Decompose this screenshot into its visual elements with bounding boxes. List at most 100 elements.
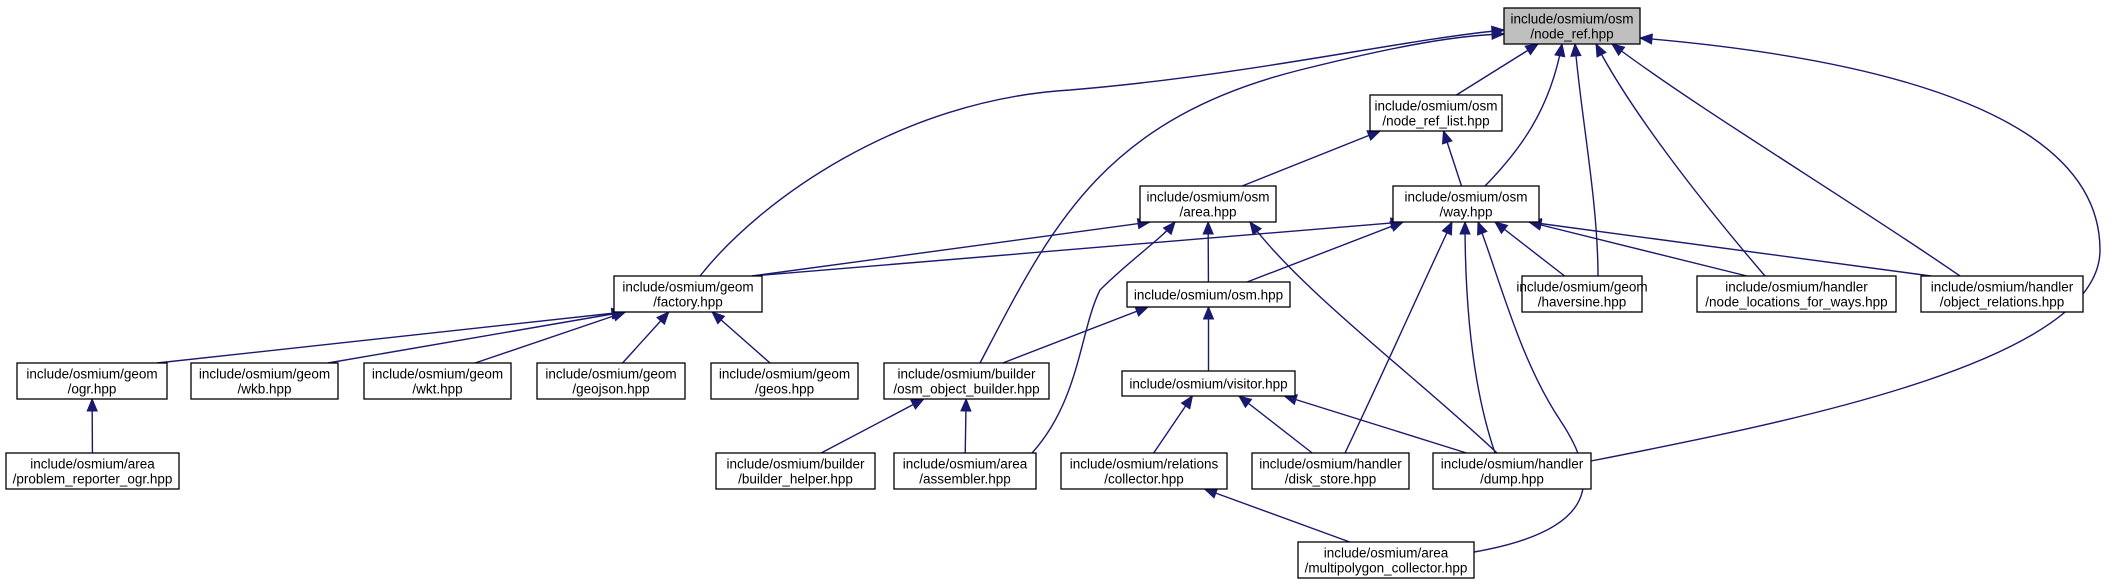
edge-factory-to-node_ref (699, 25, 1506, 277)
node-label-line: include/osmium/osm.hpp (1134, 288, 1283, 303)
node-disk-store[interactable]: include/osmium/handler/disk_store.hpp (1251, 452, 1410, 490)
node-box (190, 362, 339, 400)
node-label-line: /node_ref.hpp (1530, 27, 1613, 42)
edge-disk_store-to-visitor (1237, 395, 1313, 454)
node-label-line: /disk_store.hpp (1285, 472, 1377, 487)
node-geojson[interactable]: include/osmium/geom/geojson.hpp (536, 362, 686, 400)
node-box (710, 362, 859, 400)
edge-line (1473, 221, 1585, 553)
node-wkb[interactable]: include/osmium/geom/wkb.hpp (190, 362, 339, 400)
node-osm[interactable]: include/osmium/osm.hpp (1126, 281, 1291, 308)
node-label-line: /node_ref_list.hpp (1382, 114, 1489, 129)
edge-disk_store-to-way (1344, 220, 1453, 454)
node-box (883, 362, 1050, 400)
node-geos[interactable]: include/osmium/geom/geos.hpp (710, 362, 859, 400)
arrowhead (1180, 394, 1194, 410)
node-node-ref-list[interactable]: include/osmium/osm/node_ref_list.hpp (1369, 94, 1503, 132)
node-label-line: include/osmium/geom (1516, 280, 1647, 295)
edge-line (1590, 37, 2101, 462)
node-box (1251, 452, 1410, 490)
arrowhead (1610, 43, 1626, 57)
arrowhead (1203, 487, 1219, 499)
edge-line (1528, 221, 1748, 277)
node-ogr[interactable]: include/osmium/geom/ogr.hpp (16, 362, 168, 400)
arrowhead (656, 311, 670, 326)
node-label-line: include/osmium/osm (1374, 99, 1497, 114)
node-label-line: include/osmium/geom (719, 367, 850, 382)
node-label-line: include/osmium/builder (726, 457, 865, 472)
node-box (1121, 370, 1296, 397)
node-layer: include/osmium/osm/node_ref.hppinclude/o… (5, 7, 2084, 579)
arrowhead (960, 397, 972, 412)
node-multipolygon-collector[interactable]: include/osmium/area/multipolygon_collect… (1297, 541, 1475, 579)
node-collector[interactable]: include/osmium/relations/collector.hpp (1060, 452, 1228, 490)
node-box (1139, 185, 1277, 223)
edge-dump-to-way (1459, 220, 1496, 454)
node-wkt[interactable]: include/osmium/geom/wkt.hpp (363, 362, 512, 400)
node-label-line: include/osmium/area (903, 457, 1028, 472)
edge-way-to-node_ref_list (1441, 129, 1463, 187)
arrowhead (1570, 42, 1582, 57)
node-box (1920, 275, 2084, 313)
node-label-line: include/osmium/area (1324, 546, 1449, 561)
node-label-line: include/osmium/osm (1510, 12, 1633, 27)
arrowhead (1389, 221, 1405, 232)
edge-assembler-to-area (1031, 221, 1176, 454)
arrowhead (1202, 305, 1215, 320)
node-label-line: /object_relations.hpp (1940, 295, 2065, 310)
node-label-line: include/osmium/area (30, 457, 155, 472)
node-label-line: include/osmium/handler (1441, 457, 1584, 472)
arrowhead (910, 398, 925, 410)
edge-assembler-to-osm_object_builder (960, 397, 972, 454)
node-visitor[interactable]: include/osmium/visitor.hpp (1121, 370, 1296, 397)
node-builder-helper[interactable]: include/osmium/builder/builder_helper.hp… (715, 452, 876, 490)
arrowhead (86, 397, 98, 412)
node-assembler[interactable]: include/osmium/area/assembler.hpp (893, 452, 1037, 490)
edge-factory-to-way (751, 217, 1405, 277)
arrowhead (1524, 43, 1540, 56)
node-label-line: include/osmium/handler (1931, 280, 2074, 295)
node-way[interactable]: include/osmium/osm/way.hpp (1392, 185, 1540, 223)
node-node-ref[interactable]: include/osmium/osm/node_ref.hpp (1503, 7, 1641, 45)
node-box (715, 452, 876, 490)
node-dump[interactable]: include/osmium/handler/dump.hpp (1432, 452, 1592, 490)
edge-object_relations-to-way (1527, 217, 1932, 277)
node-area[interactable]: include/osmium/osm/area.hpp (1139, 185, 1277, 223)
node-label-line: include/osmium/osm (1146, 190, 1269, 205)
node-label-line: include/osmium/handler (1725, 280, 1868, 295)
node-haversine[interactable]: include/osmium/geom/haversine.hpp (1516, 275, 1648, 313)
edge-multipolygon_collector-to-collector (1203, 487, 1350, 543)
node-node-locations[interactable]: include/osmium/handler/node_locations_fo… (1696, 275, 1897, 313)
node-problem-reporter-ogr[interactable]: include/osmium/area/problem_reporter_ogr… (5, 452, 180, 490)
node-osm-object-builder[interactable]: include/osmium/builder/osm_object_builde… (883, 362, 1050, 400)
node-factory[interactable]: include/osmium/geom/factory.hpp (613, 275, 763, 313)
edge-way-to-node_ref (1484, 42, 1566, 187)
edge-dump-to-visitor (1283, 394, 1467, 454)
edge-line (711, 311, 771, 364)
node-box (16, 362, 168, 400)
node-label-line: /collector.hpp (1104, 472, 1184, 487)
arrowhead (1366, 130, 1382, 141)
edge-line (1494, 221, 1566, 277)
node-box (1060, 452, 1228, 490)
edge-node_ref_list-to-node_ref (1456, 43, 1540, 96)
edge-visitor-to-osm (1202, 305, 1215, 371)
edge-geojson-to-factory (622, 311, 670, 364)
edge-node_locations-to-way (1527, 219, 1748, 277)
edge-line (820, 398, 925, 454)
node-box (613, 275, 763, 313)
arrowhead (711, 311, 726, 325)
node-label-line: /geojson.hpp (572, 382, 649, 397)
node-label-line: /haversine.hpp (1538, 295, 1627, 310)
node-label-line: include/osmium/geom (372, 367, 503, 382)
arrowhead (1491, 28, 1506, 41)
node-object-relations[interactable]: include/osmium/handler/object_relations.… (1920, 275, 2084, 313)
edge-line (156, 311, 625, 364)
node-box (5, 452, 180, 490)
edge-line (699, 29, 1505, 277)
node-box (1696, 275, 1897, 313)
node-label-line: include/osmium/osm (1404, 190, 1527, 205)
arrowhead (1477, 220, 1488, 236)
edge-geos-to-factory (711, 311, 771, 364)
